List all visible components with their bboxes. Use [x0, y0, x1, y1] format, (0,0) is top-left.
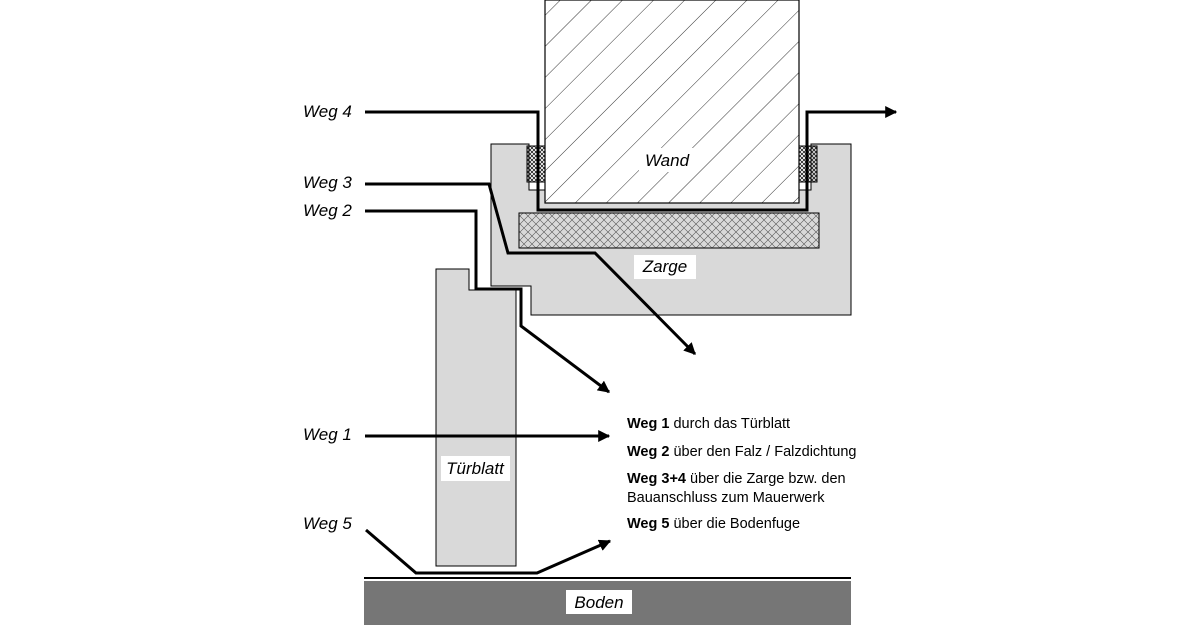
weg2-label: Weg 2: [303, 201, 352, 220]
wand-label: Wand: [645, 151, 690, 170]
legend: Weg 1 durch das Türblatt Weg 2 über den …: [627, 416, 856, 532]
legend-line-3: Weg 3+4 über die Zarge bzw. den: [627, 471, 846, 487]
legend-line-5: Weg 5 über die Bodenfuge: [627, 516, 800, 532]
weg4-path: [365, 106, 898, 212]
weg5-path: [365, 528, 612, 575]
seal-left: [526, 145, 546, 183]
weg5-label: Weg 5: [303, 514, 352, 533]
boden-label: Boden: [574, 593, 623, 612]
weg2-path: [365, 209, 610, 394]
tuerblatt-shape: [435, 268, 517, 567]
legend-line-2: Weg 2 über den Falz / Falzdichtung: [627, 444, 856, 460]
insulation-strip: [518, 212, 820, 249]
tuerblatt-label: Türblatt: [446, 459, 505, 478]
legend-line-1: Weg 1 durch das Türblatt: [627, 416, 790, 432]
zarge-label: Zarge: [642, 257, 687, 276]
weg4-label: Weg 4: [303, 102, 352, 121]
legend-line-4: Bauanschluss zum Mauerwerk: [627, 490, 825, 506]
weg3-label: Weg 3: [303, 173, 352, 192]
weg1-label: Weg 1: [303, 425, 352, 444]
weg3-path: [365, 182, 697, 356]
